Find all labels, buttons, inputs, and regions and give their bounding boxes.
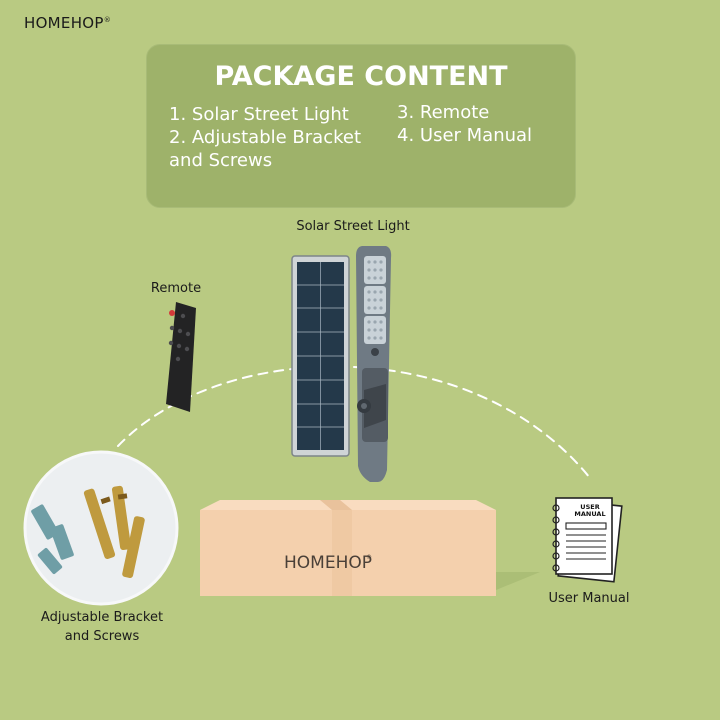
list-item: 4. User Manual — [397, 125, 533, 146]
panel-title: PACKAGE CONTENT — [214, 61, 508, 92]
manual-icon-title-2: MANUAL — [574, 510, 605, 518]
manual-icon-title-1: USER — [580, 503, 599, 511]
list-item: and Screws — [169, 150, 273, 171]
bracket-screws-icon — [23, 450, 179, 606]
user-manual-icon — [552, 497, 623, 583]
caption-remote: Remote — [150, 281, 202, 296]
cardboard-box-icon — [200, 500, 540, 596]
caption-bracket-line1: Adjustable Bracket — [40, 610, 164, 625]
homehop-logo: HOMEHOP® — [24, 14, 112, 32]
box-brand-reg: ® — [366, 554, 372, 561]
caption-solar-light: Solar Street Light — [296, 219, 410, 234]
list-item: 1. Solar Street Light — [169, 104, 349, 125]
package-list-left: 1. Solar Street Light 2. Adjustable Brac… — [169, 103, 361, 172]
list-item: 2. Adjustable Bracket — [169, 127, 362, 148]
caption-user-manual: User Manual — [548, 591, 630, 606]
box-brand-text: HOMEHOP — [284, 553, 372, 573]
package-content-panel: PACKAGE CONTENT 1. Solar Street Light 2.… — [146, 44, 576, 208]
package-list-right: 3. Remote 4. User Manual — [397, 101, 532, 147]
caption-bracket-line2: and Screws — [64, 629, 140, 644]
list-item: 3. Remote — [397, 102, 490, 123]
remote-icon — [166, 302, 196, 412]
led-lamp-icon — [356, 246, 392, 482]
solar-panel-icon — [291, 255, 350, 457]
